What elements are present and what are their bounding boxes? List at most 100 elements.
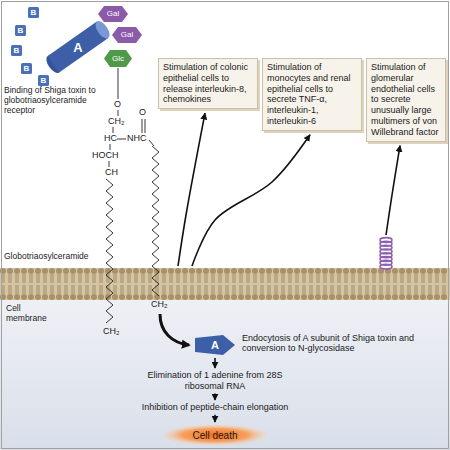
- lipid-tail: [74, 274, 75, 283]
- lipid-head: [189, 268, 195, 274]
- lipid-head: [357, 268, 363, 274]
- lipid-tail: [221, 285, 222, 294]
- lipid-tail: [438, 285, 439, 294]
- lipid-tail: [191, 274, 192, 283]
- lipid-head: [217, 294, 223, 300]
- lipid-tail: [137, 274, 138, 283]
- lipid-tail: [226, 285, 227, 294]
- lipid-tail: [296, 274, 297, 283]
- lipid-tail: [81, 285, 82, 294]
- lipid-tail: [158, 285, 159, 294]
- lipid-head: [308, 294, 314, 300]
- galactose-sugar: Gal: [112, 27, 142, 43]
- lipid-tail: [359, 285, 360, 294]
- lipid-tail: [284, 285, 285, 294]
- node-text: Inhibition of peptide-chain elongation: [110, 402, 320, 413]
- atom-label: CH₂: [151, 300, 168, 309]
- lipid-tail: [186, 274, 187, 283]
- node-text: B: [31, 9, 37, 17]
- lipid-tail: [277, 285, 278, 294]
- lipid-head: [175, 294, 181, 300]
- lipid-tail: [429, 274, 430, 283]
- lipid-tail: [403, 274, 404, 283]
- atom-label: NHC: [127, 134, 147, 143]
- lipid-tail: [114, 285, 115, 294]
- lipid-tail: [256, 274, 257, 283]
- lipid-tail: [9, 274, 10, 283]
- lipid-head: [70, 268, 76, 274]
- lipid-tail: [123, 285, 124, 294]
- lipid-tail: [193, 274, 194, 283]
- lipid-tail: [354, 274, 355, 283]
- lipid-tail: [298, 285, 299, 294]
- lipid-tail: [305, 274, 306, 283]
- callout-text: Binding of Shiga toxin to globotriaosylc…: [4, 86, 104, 115]
- lipid-head: [357, 294, 363, 300]
- lipid-tail: [247, 274, 248, 283]
- lipid-tail: [415, 285, 416, 294]
- lipid-tail: [179, 285, 180, 294]
- bond: [118, 110, 119, 116]
- bond: [110, 144, 111, 150]
- lipid-tail: [228, 285, 229, 294]
- lipid-tail: [135, 285, 136, 294]
- flow-arrow: [214, 358, 216, 368]
- lipid-tail: [445, 285, 446, 294]
- structure-name: Globotriaosylceramide: [4, 252, 89, 261]
- lipid-tail: [431, 285, 432, 294]
- node-text: Glc: [112, 55, 124, 63]
- lipid-tail: [387, 274, 388, 283]
- lipid-tail: [312, 274, 313, 283]
- lipid-tail: [67, 274, 68, 283]
- stimulation-arrow: [386, 146, 400, 235]
- lipid-tail: [32, 274, 33, 283]
- lipid-tail: [333, 285, 334, 294]
- lipid-head: [399, 268, 405, 274]
- lipid-head: [231, 294, 237, 300]
- lipid-tail: [291, 274, 292, 283]
- lipid-tail: [135, 274, 136, 283]
- lipid-tail: [177, 274, 178, 283]
- lipid-tail: [270, 274, 271, 283]
- lipid-tail: [60, 285, 61, 294]
- lipid-head: [91, 294, 97, 300]
- lipid-head: [273, 268, 279, 274]
- lipid-tail: [114, 274, 115, 283]
- lipid-tail: [422, 274, 423, 283]
- node-text: B: [41, 77, 47, 85]
- lipid-head: [329, 268, 335, 274]
- toxin-b-subunit: B: [15, 25, 26, 36]
- lipid-tail: [58, 274, 59, 283]
- flow-arrow: [214, 415, 216, 422]
- sugar-hexagon: [112, 27, 142, 43]
- lipid-tail: [191, 285, 192, 294]
- lipid-head: [406, 268, 412, 274]
- lipid-head: [126, 294, 132, 300]
- lipid-head: [385, 294, 391, 300]
- lipid-tail: [116, 274, 117, 283]
- lipid-head: [28, 294, 34, 300]
- node-text: B: [14, 47, 20, 55]
- lipid-tail: [144, 285, 145, 294]
- lipid-tail: [354, 285, 355, 294]
- node-text: B: [24, 65, 30, 73]
- lipid-head: [28, 268, 34, 274]
- lipid-head: [56, 268, 62, 274]
- lipid-head: [91, 268, 97, 274]
- lipid-head: [42, 294, 48, 300]
- lipid-head: [147, 268, 153, 274]
- lipid-head: [364, 294, 370, 300]
- outcome-glow: Cell death: [160, 424, 270, 446]
- lipid-tail: [72, 274, 73, 283]
- lipid-tail: [65, 285, 66, 294]
- lipid-tail: [100, 274, 101, 283]
- lipid-tail: [382, 285, 383, 294]
- lipid-head: [63, 268, 69, 274]
- lipid-head: [196, 268, 202, 274]
- lipid-tail: [200, 285, 201, 294]
- lipid-head: [420, 268, 426, 274]
- lipid-head: [294, 294, 300, 300]
- atom-label: CH: [105, 168, 118, 177]
- lipid-tail: [324, 285, 325, 294]
- lipid-head: [420, 294, 426, 300]
